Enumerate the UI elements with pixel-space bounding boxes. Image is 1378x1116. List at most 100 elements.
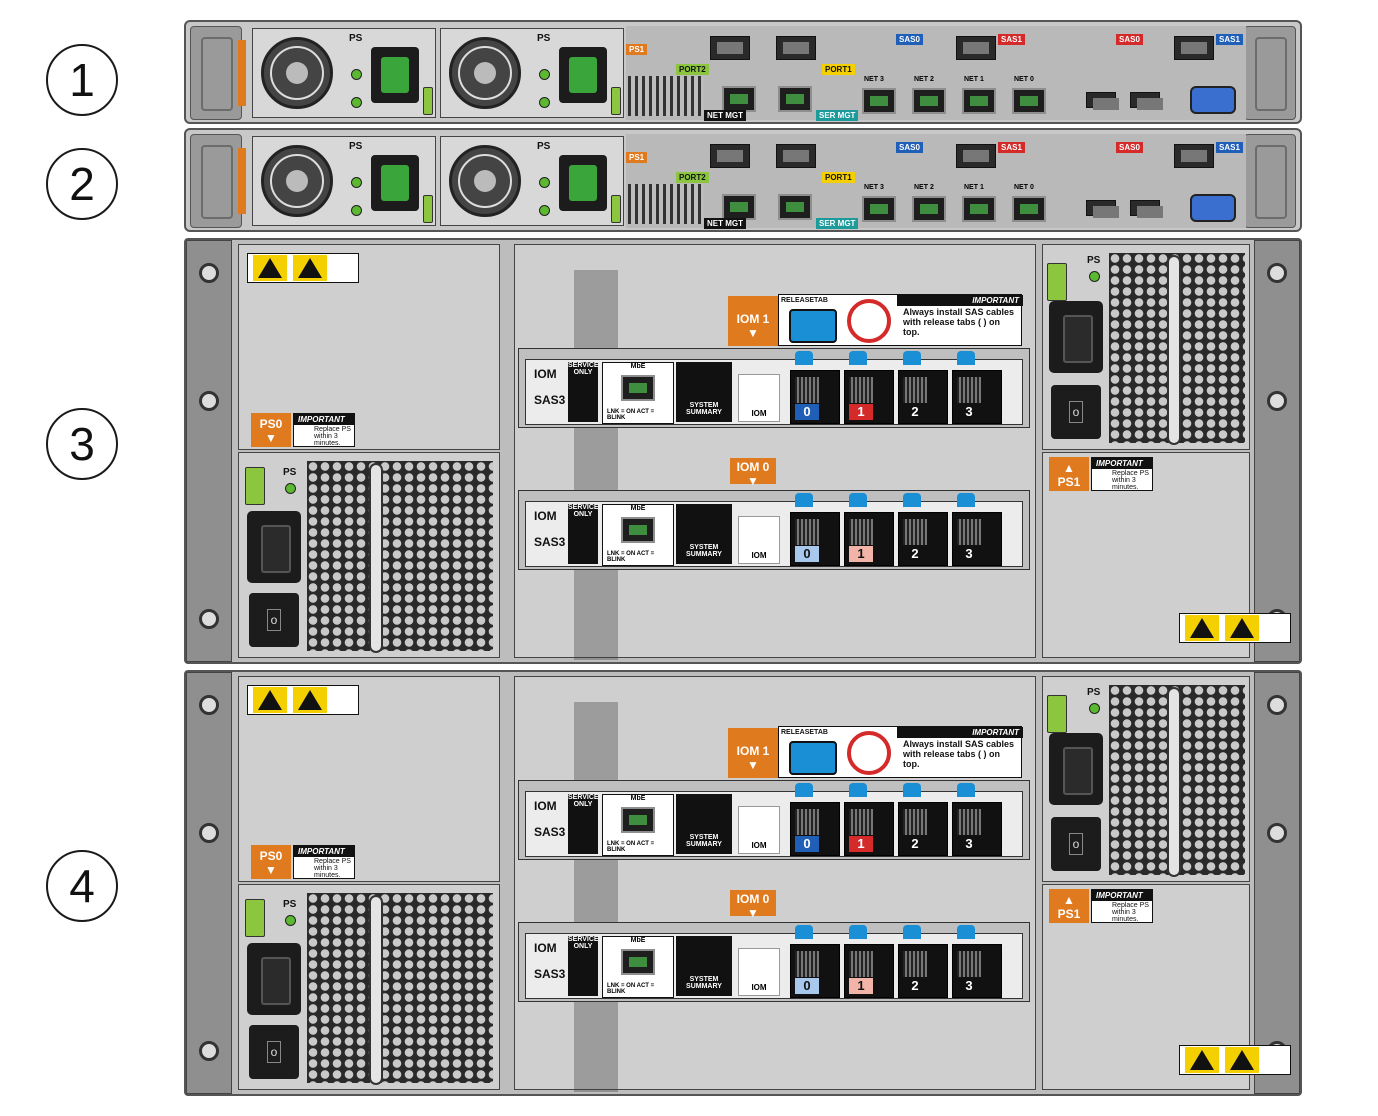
sas-port-2[interactable]: 2 xyxy=(898,512,948,566)
sas-port[interactable] xyxy=(1174,36,1214,60)
release-tab-icon[interactable] xyxy=(957,351,975,365)
release-latch[interactable] xyxy=(1047,263,1067,301)
release-tab-icon[interactable] xyxy=(849,925,867,939)
sas-port-0[interactable]: 0 xyxy=(790,802,840,856)
release-latch[interactable] xyxy=(1047,695,1067,733)
power-supply-ps1: PS xyxy=(1042,244,1250,450)
net1-port[interactable] xyxy=(962,88,996,114)
sas-port[interactable] xyxy=(776,36,816,60)
net2-port[interactable] xyxy=(912,196,946,222)
sas-port-3[interactable]: 3 xyxy=(952,944,1002,998)
callout-number: 1 xyxy=(69,54,95,106)
usb-icon[interactable] xyxy=(1086,92,1119,110)
sas-port-3[interactable]: 3 xyxy=(952,512,1002,566)
iom1-tag: IOM 1▼ xyxy=(728,728,778,778)
sas-port-0[interactable]: 0 xyxy=(790,370,840,424)
sas-port-1[interactable]: 1 xyxy=(844,802,894,856)
net1-port[interactable] xyxy=(962,196,996,222)
sas-port[interactable] xyxy=(1174,144,1214,168)
power-switch[interactable] xyxy=(1051,817,1101,871)
vga-icon[interactable] xyxy=(1190,194,1236,222)
service-only-text: SERVICE ONLY xyxy=(568,794,599,808)
release-tab-icon[interactable] xyxy=(795,783,813,797)
usb-icon[interactable] xyxy=(1086,200,1119,218)
sas-port-1[interactable]: 1 xyxy=(844,944,894,998)
service-only-label: SERVICE ONLY xyxy=(568,362,599,422)
release-tab-icon[interactable] xyxy=(903,783,921,797)
net0-port[interactable] xyxy=(1012,196,1046,222)
sas-port-0[interactable]: 0 xyxy=(790,512,840,566)
ps0-blank-bay: PS0▼ IMPORTANT Replace PS within 3 minut… xyxy=(238,676,500,882)
release-latch[interactable] xyxy=(245,467,265,505)
net3-port[interactable] xyxy=(862,88,896,114)
sas-port-0[interactable]: 0 xyxy=(790,944,840,998)
ser-mgt-tag: SER MGT xyxy=(816,218,859,229)
net0-port[interactable] xyxy=(1012,88,1046,114)
sas-port-3[interactable]: 3 xyxy=(952,802,1002,856)
sas-port-3[interactable]: 3 xyxy=(952,370,1002,424)
psu-handle[interactable] xyxy=(369,463,383,653)
sas-port-2[interactable]: 2 xyxy=(898,370,948,424)
release-tab-icon[interactable] xyxy=(795,493,813,507)
sas-port[interactable] xyxy=(710,36,750,60)
sas-port[interactable] xyxy=(956,144,996,168)
mgmt-port[interactable] xyxy=(621,517,655,543)
port-number: 0 xyxy=(795,836,819,852)
power-switch[interactable] xyxy=(249,593,299,647)
sas-port-1[interactable]: 1 xyxy=(844,370,894,424)
net3-port[interactable] xyxy=(862,196,896,222)
release-tab-icon[interactable] xyxy=(849,351,867,365)
release-tab-icon[interactable] xyxy=(957,925,975,939)
release-tab-icon[interactable] xyxy=(795,351,813,365)
release-latch[interactable] xyxy=(245,899,265,937)
sas-port-2[interactable]: 2 xyxy=(898,802,948,856)
psu-handle[interactable] xyxy=(1167,687,1181,877)
sas-port[interactable] xyxy=(956,36,996,60)
net-mgt-port[interactable] xyxy=(722,86,756,112)
power-supply-1: PS xyxy=(440,28,624,118)
iom1-label: IOM 1 xyxy=(736,312,770,326)
callout-number: 4 xyxy=(69,860,95,912)
power-switch[interactable] xyxy=(1051,385,1101,439)
release-tab-icon[interactable] xyxy=(849,783,867,797)
sas0-tag: SAS0 xyxy=(896,142,923,153)
release-latch[interactable] xyxy=(423,195,433,223)
ps1-label: PS1 xyxy=(1057,475,1081,489)
sas-port-2[interactable]: 2 xyxy=(898,944,948,998)
release-tab-icon xyxy=(789,309,837,343)
mgmt-port[interactable] xyxy=(621,807,655,833)
release-tab-icon[interactable] xyxy=(903,925,921,939)
release-tab-icon[interactable] xyxy=(795,925,813,939)
release-latch[interactable] xyxy=(611,195,621,223)
fan-icon xyxy=(449,37,521,109)
release-tab-icon[interactable] xyxy=(903,351,921,365)
important-notice: IMPORTANT Replace PS within 3 minutes. xyxy=(1091,457,1153,491)
net2-port[interactable] xyxy=(912,88,946,114)
usb-icon[interactable] xyxy=(1130,92,1163,110)
net-mgt-port[interactable] xyxy=(722,194,756,220)
mgmt-port[interactable] xyxy=(621,375,655,401)
warning-label xyxy=(247,685,359,715)
mgmt-port[interactable] xyxy=(621,949,655,975)
sas-port-1[interactable]: 1 xyxy=(844,512,894,566)
ser-mgt-port[interactable] xyxy=(778,194,812,220)
vga-icon[interactable] xyxy=(1190,86,1236,114)
net-mgt-tag: NET MGT xyxy=(704,218,746,229)
iom-small-text: IOM xyxy=(751,841,767,850)
release-tab-icon[interactable] xyxy=(849,493,867,507)
psu-handle[interactable] xyxy=(1167,255,1181,445)
sas-port[interactable] xyxy=(776,144,816,168)
ser-mgt-port[interactable] xyxy=(778,86,812,112)
release-tab-icon[interactable] xyxy=(957,783,975,797)
release-latch[interactable] xyxy=(611,87,621,115)
release-latch[interactable] xyxy=(423,87,433,115)
power-switch[interactable] xyxy=(249,1025,299,1079)
power-supply-ps1: PS xyxy=(1042,676,1250,882)
release-tab-icon[interactable] xyxy=(957,493,975,507)
release-tab-icon[interactable] xyxy=(903,493,921,507)
psu-handle[interactable] xyxy=(369,895,383,1085)
important-heading: IMPORTANT xyxy=(897,295,1023,306)
usb-icon[interactable] xyxy=(1130,200,1163,218)
sas-port[interactable] xyxy=(710,144,750,168)
